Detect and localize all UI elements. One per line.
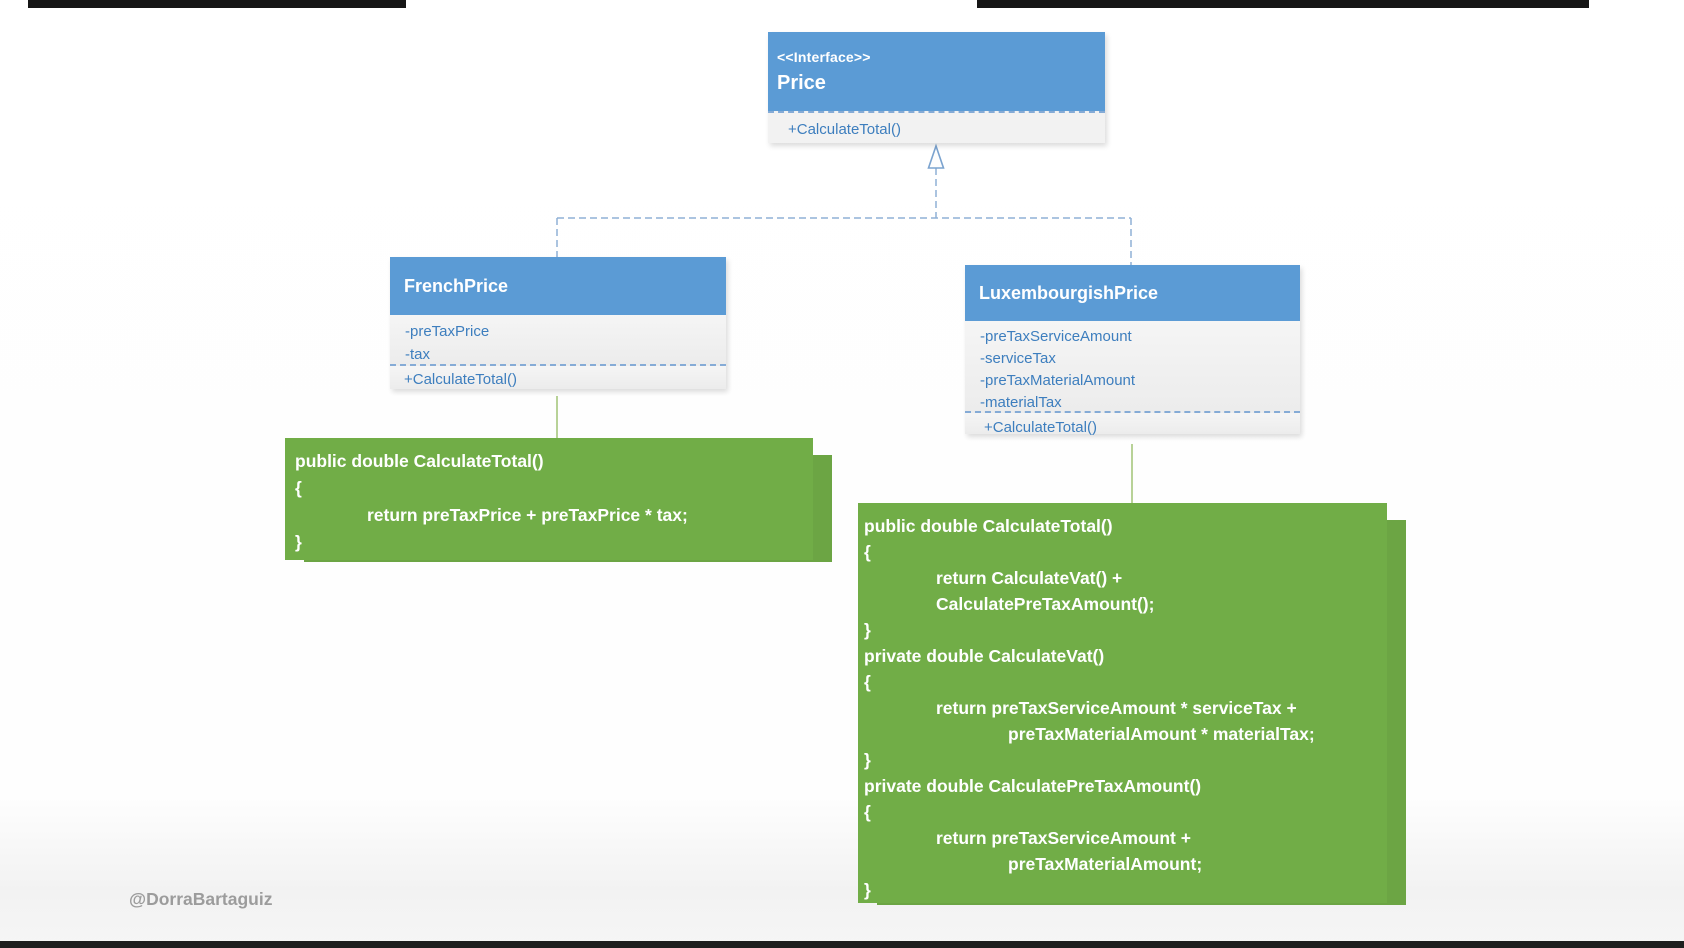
attribute-item: -tax [405, 346, 431, 363]
code-line: } [295, 532, 302, 552]
attribute-item: -preTaxMaterialAmount [980, 372, 1136, 389]
code-line: return preTaxServiceAmount + [864, 828, 1191, 848]
interface-methods-section: +CalculateTotal() [768, 111, 1105, 143]
method-item: +CalculateTotal() [984, 419, 1097, 436]
class-box-frenchprice: FrenchPrice -preTaxPrice -tax +CalculateT… [390, 257, 726, 389]
top-letterbox-bar-left [28, 0, 406, 8]
code-line: return preTaxServiceAmount * serviceTax … [864, 698, 1297, 718]
code-line: return CalculateVat() + [864, 568, 1123, 588]
class-box-luxembourgishprice: LuxembourgishPrice -preTaxServiceAmount-… [965, 265, 1300, 436]
code-line: preTaxMaterialAmount * materialTax; [864, 724, 1315, 744]
class-name-luxembourgishprice: LuxembourgishPrice [965, 265, 1300, 321]
code-line: } [864, 750, 871, 770]
code-line: { [864, 802, 871, 822]
hollow-triangle-arrow-icon [927, 143, 945, 169]
code-line: preTaxMaterialAmount; [864, 854, 1203, 874]
code-snippet-luxembourgishprice: public double CalculateTotal() { return C… [858, 503, 1406, 907]
author-watermark: @DorraBartaguiz [129, 889, 273, 909]
luxembourgishprice-attributes-section: -preTaxServiceAmount -serviceTax -preTaxMa… [965, 321, 1300, 411]
code-line: { [864, 672, 871, 692]
code-line: } [864, 620, 871, 640]
code-line: { [864, 542, 871, 562]
code-line: return preTaxPrice + preTaxPrice * tax; [295, 505, 688, 525]
code-line: } [864, 880, 871, 900]
attribute-item: -materialTax [980, 394, 1062, 411]
code-line: public double CalculateTotal() [864, 516, 1113, 536]
interface-name: Price [777, 71, 826, 94]
attribute-item: -preTaxPrice [405, 323, 490, 340]
interface-method-item: +CalculateTotal() [788, 121, 901, 138]
code-snippet-text: public double CalculateTotal() { return C… [858, 503, 1387, 903]
code-snippet-text: public double CalculateTotal() { return p… [285, 438, 813, 560]
code-line: CalculatePreTaxAmount(); [864, 594, 1155, 614]
interface-box-price: <<Interface>> Price +CalculateTotal() [768, 32, 1105, 143]
code-line: { [295, 478, 302, 498]
luxembourgishprice-methods-section: +CalculateTotal() [965, 411, 1300, 436]
attribute-item: -serviceTax [980, 350, 1056, 367]
code-snippet-frenchprice: public double CalculateTotal() { return p… [285, 438, 832, 564]
interface-header: <<Interface>> Price [768, 32, 1105, 111]
method-item: +CalculateTotal() [404, 371, 517, 388]
interface-stereotype-label: <<Interface>> [777, 48, 871, 65]
code-line: public double CalculateTotal() [295, 451, 544, 471]
code-line: private double CalculatePreTaxAmount() [864, 776, 1202, 796]
frenchprice-methods-section: +CalculateTotal() [390, 364, 726, 389]
attribute-item: -preTaxServiceAmount [980, 328, 1132, 345]
code-line: private double CalculateVat() [864, 646, 1105, 666]
frenchprice-attributes-section: -preTaxPrice -tax [390, 315, 726, 364]
bottom-letterbox-bar [0, 941, 1684, 948]
class-name-frenchprice: FrenchPrice [390, 257, 726, 315]
top-letterbox-bar-right [977, 0, 1589, 8]
